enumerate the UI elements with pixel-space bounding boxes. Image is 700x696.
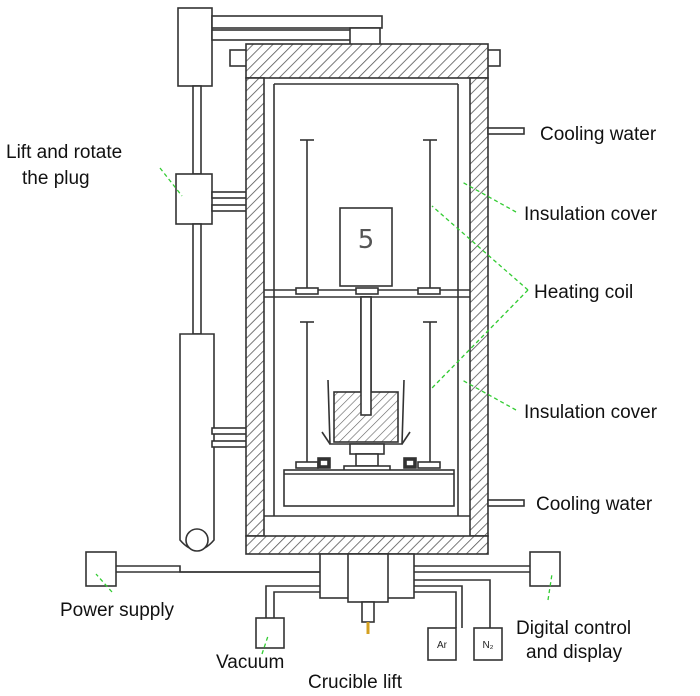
crucible bbox=[321, 296, 411, 473]
lift-rotate-label-1: Lift and rotate bbox=[6, 142, 122, 163]
crucible-lift-label: Crucible lift bbox=[308, 672, 403, 693]
power-supply-label: Power supply bbox=[60, 600, 175, 621]
digital-control-box bbox=[414, 551, 561, 587]
vacuum-label: Vacuum bbox=[216, 652, 284, 673]
gas-ar-label: Ar bbox=[437, 640, 448, 651]
sample-block bbox=[339, 207, 393, 287]
insulation-cover-bottom-label: Insulation cover bbox=[524, 402, 658, 423]
upper-plate bbox=[264, 287, 470, 298]
chamber-walls bbox=[245, 77, 489, 555]
cooling-water-bottom-label: Cooling water bbox=[536, 494, 653, 515]
gas-n2-label: N₂ bbox=[482, 640, 493, 651]
power-supply-box bbox=[85, 551, 320, 587]
heating-coil-rods bbox=[295, 139, 441, 469]
cooling-water-top-label: Cooling water bbox=[540, 124, 657, 145]
chamber-lid bbox=[229, 43, 501, 79]
insulation-cover-top-label: Insulation cover bbox=[524, 204, 658, 225]
base-pedestal bbox=[283, 457, 455, 507]
lift-column bbox=[175, 7, 383, 552]
heating-coil-label: Heating coil bbox=[534, 282, 633, 303]
sample-number: 5 bbox=[358, 225, 375, 255]
lift-rotate-label-2: the plug bbox=[22, 168, 90, 189]
bottom-mechanism bbox=[319, 553, 415, 634]
digital-control-label-2: and display bbox=[526, 642, 623, 663]
vacuum-box bbox=[255, 585, 320, 649]
gas-boxes bbox=[414, 579, 503, 661]
leader-lines bbox=[95, 167, 553, 655]
digital-control-label-1: Digital control bbox=[516, 618, 631, 639]
